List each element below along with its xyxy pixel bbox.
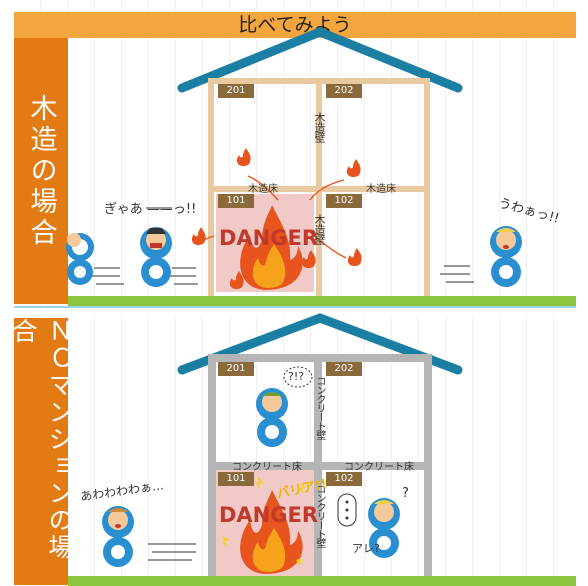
wood-character-left-icon <box>66 233 94 285</box>
wood-danger-text: DANGER <box>219 226 319 250</box>
title-bar: 比べてみよう <box>14 12 576 38</box>
wood-ground <box>68 296 576 306</box>
wood-spread-arrows <box>201 175 347 259</box>
nc-wall-label-lower: コンクリート壁 <box>314 484 325 547</box>
wood-room-201: 201 <box>218 84 254 98</box>
nc-roof <box>177 313 463 375</box>
wood-speech-left: ぎゃあ ——っ!! <box>104 202 197 217</box>
nc-character-left-icon <box>102 506 134 567</box>
nc-character-top-icon <box>256 388 288 447</box>
wood-wall-label-lower: 木造壁 <box>313 214 326 244</box>
wood-floor-label-left: 木造床 <box>248 184 278 195</box>
nc-barrier-spark-icon <box>222 476 306 566</box>
section-label-wood: 木造の場合 <box>14 38 68 304</box>
nc-frame <box>208 354 432 576</box>
wood-character-mid-icon <box>140 227 172 287</box>
nc-danger-text: DANGER <box>219 503 319 527</box>
nc-room-201: 201 <box>218 362 254 376</box>
nc-wall-label-upper: コンクリート壁 <box>314 376 325 439</box>
section-divider <box>14 306 576 316</box>
nc-speech-right-question: ? <box>402 486 409 501</box>
wood-motion-lines <box>90 265 474 285</box>
wood-wall-label-upper: 木造壁 <box>313 112 326 142</box>
wood-roof <box>177 27 463 93</box>
nc-speech-right-are: アレ? <box>352 542 380 555</box>
wood-character-right-icon <box>490 226 522 287</box>
nc-floor-label-left: コンクリート床 <box>232 462 302 473</box>
wood-room-101: 101 <box>218 194 254 208</box>
nc-ground <box>68 576 576 586</box>
illustration-frame <box>14 0 576 585</box>
wood-small-fire-icon <box>191 148 362 289</box>
wood-big-fire-icon <box>240 205 303 290</box>
nc-floor-label-right: コンクリート床 <box>344 462 414 473</box>
nc-character-right-icon <box>368 498 400 558</box>
nc-speech-top: ?!? <box>288 370 305 383</box>
nc-room-202: 202 <box>326 362 362 376</box>
nc-motion-lines <box>148 543 196 561</box>
nc-room-101: 101 <box>218 472 254 486</box>
nc-big-fire-icon <box>240 490 303 574</box>
wood-floor-label-right: 木造床 <box>366 184 396 195</box>
wood-room-202: 202 <box>326 84 362 98</box>
wood-room-102: 102 <box>326 194 362 208</box>
wood-frame <box>208 78 430 296</box>
nc-room-102: 102 <box>326 472 362 486</box>
